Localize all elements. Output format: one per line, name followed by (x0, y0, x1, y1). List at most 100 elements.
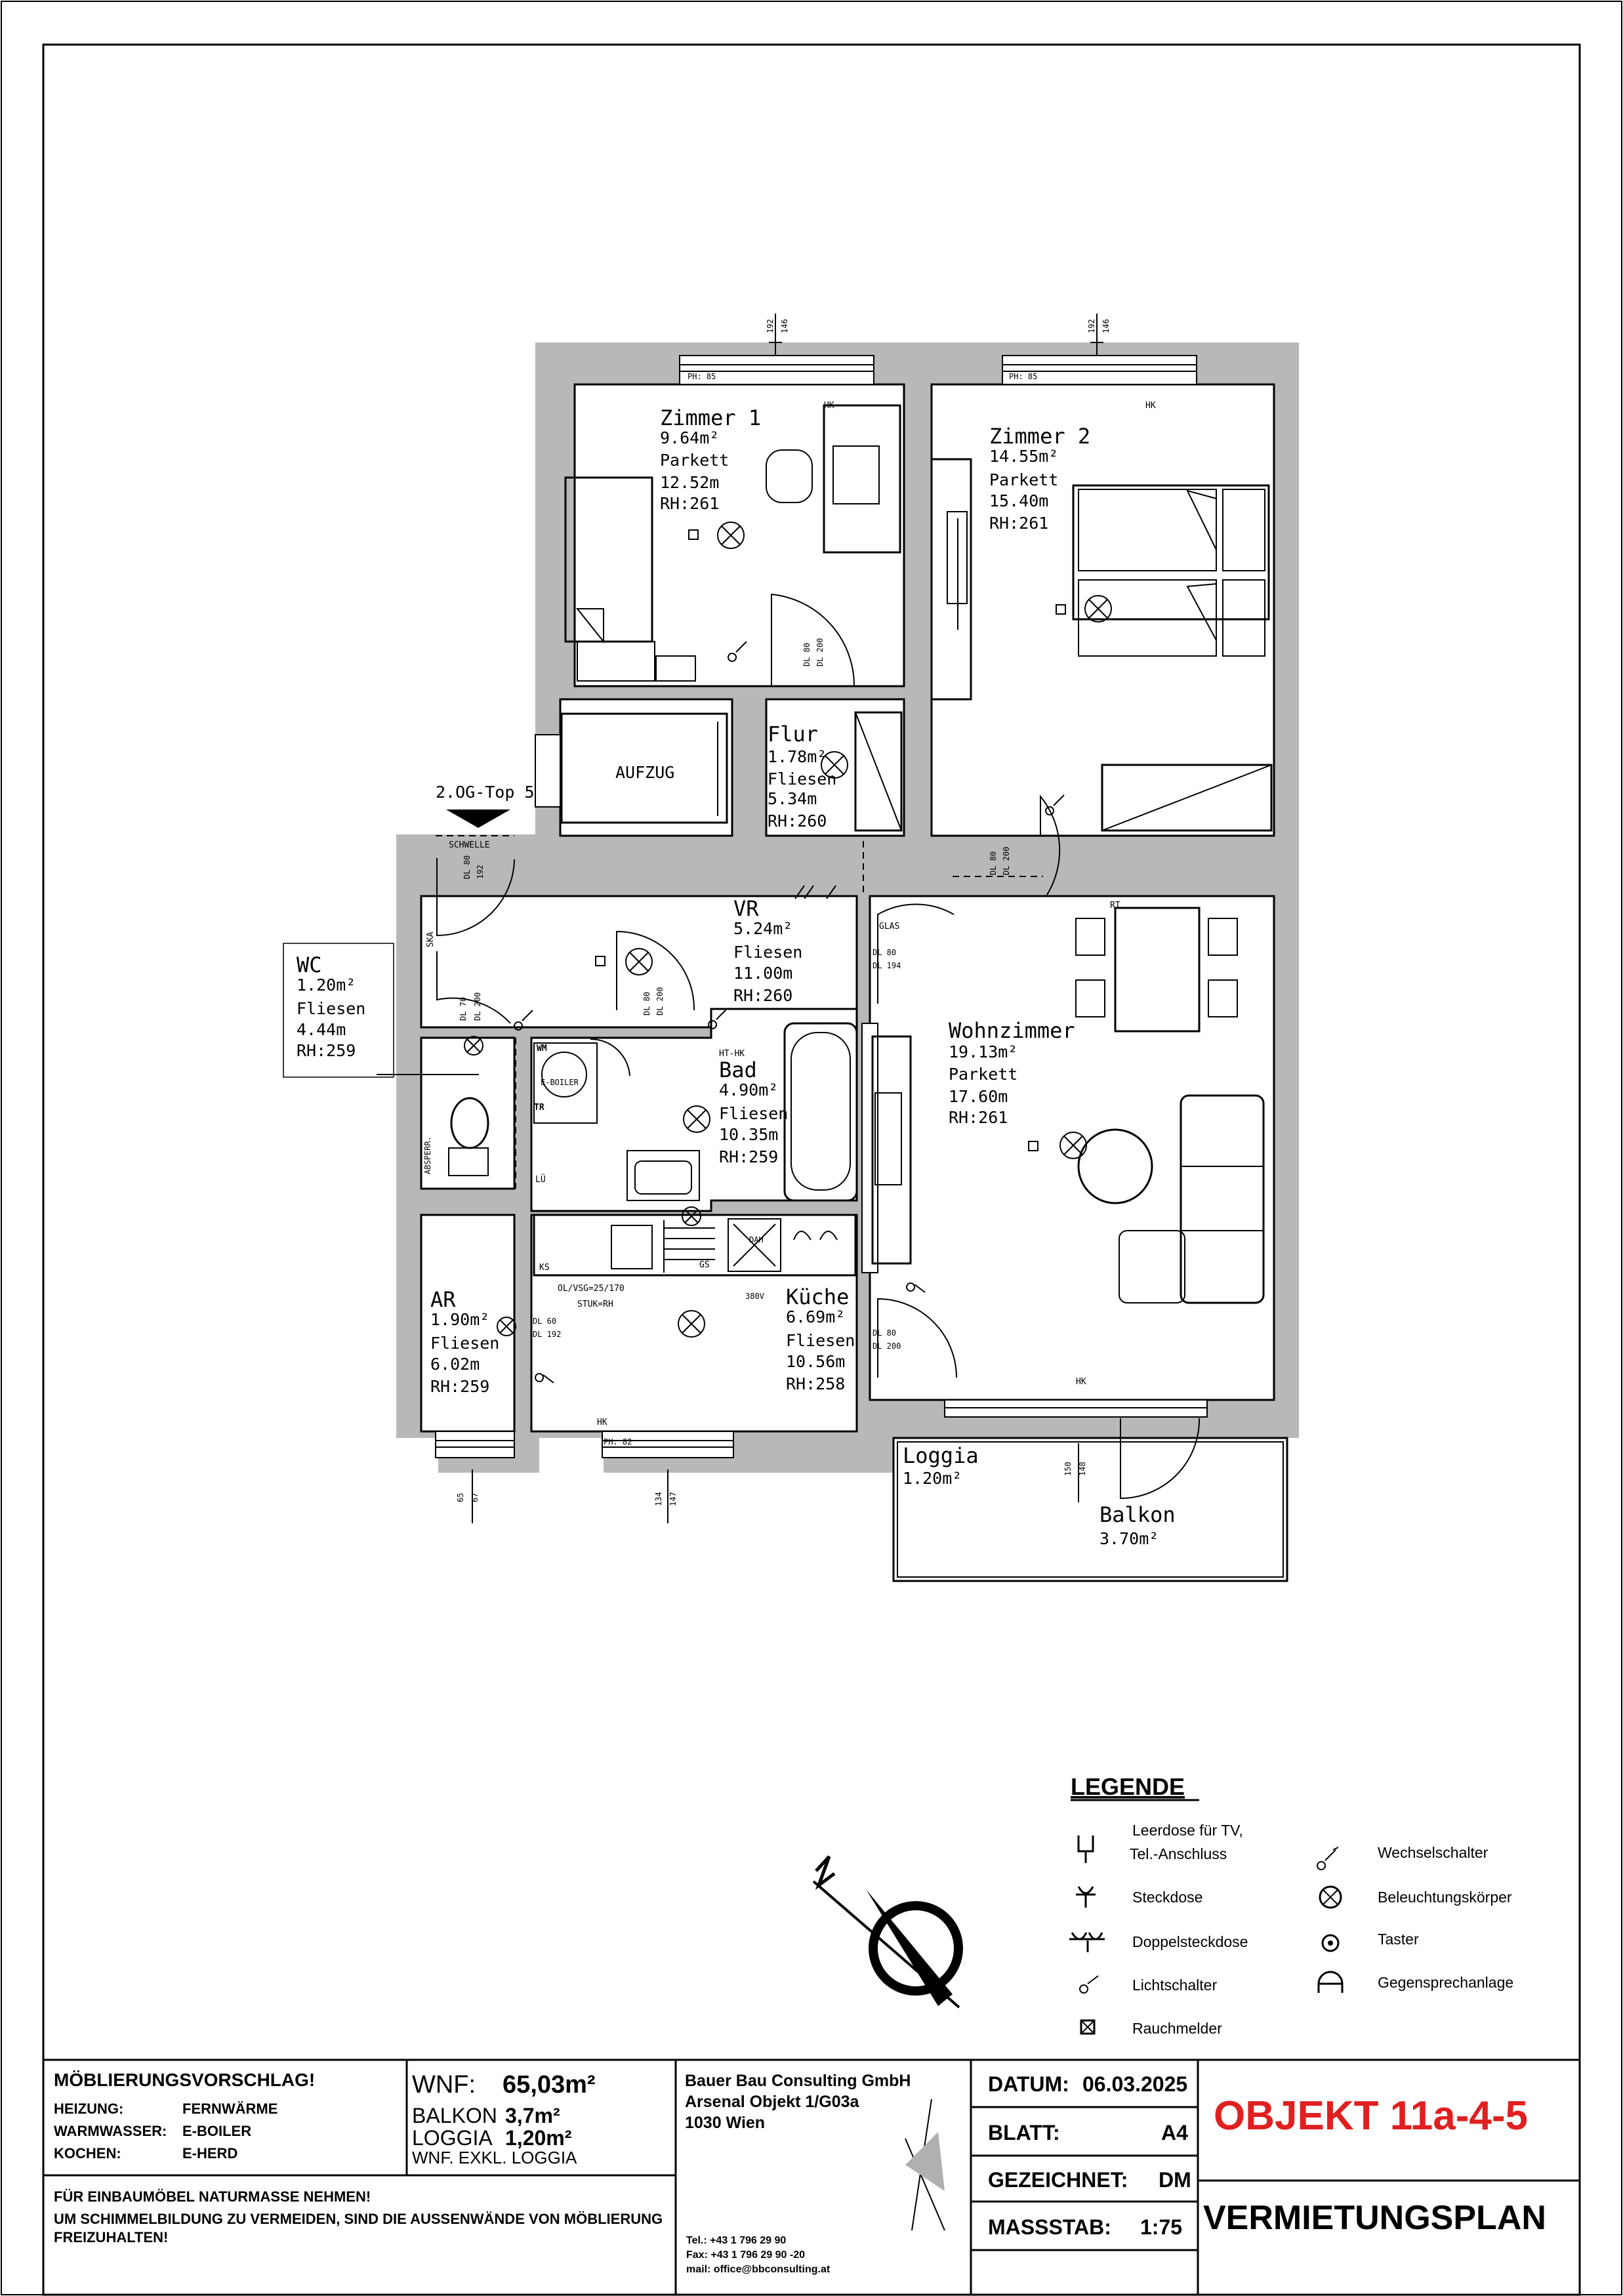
svg-text:Gegensprechanlage: Gegensprechanlage (1378, 1974, 1513, 1991)
svg-text:Steckdose: Steckdose (1132, 1889, 1202, 1906)
svg-text:Rauchmelder: Rauchmelder (1132, 2020, 1222, 2037)
svg-text:Loggia: Loggia (903, 1443, 979, 1468)
elevator-shaft (559, 698, 733, 837)
svg-text:Fliesen: Fliesen (297, 999, 365, 1018)
svg-text:Arsenal Objekt 1/G03a: Arsenal Objekt 1/G03a (685, 2093, 860, 2111)
svg-text:E-BOILER: E-BOILER (182, 2123, 251, 2139)
svg-text:GS: GS (699, 1260, 710, 1270)
svg-text:HK: HK (597, 1418, 607, 1427)
svg-text:4.44m: 4.44m (297, 1020, 346, 1039)
date-value: 06.03.2025 (1082, 2072, 1187, 2096)
svg-text:Taster: Taster (1378, 1931, 1419, 1948)
svg-text:FERNWÄRME: FERNWÄRME (182, 2101, 277, 2117)
svg-text:148: 148 (1078, 1462, 1087, 1476)
svg-text:BLATT:: BLATT: (988, 2121, 1060, 2144)
elevator (560, 712, 728, 824)
svg-text:10.35m: 10.35m (719, 1125, 778, 1144)
svg-text:LOGGIA: LOGGIA (412, 2126, 493, 2150)
lichtschalter-icon (1079, 1975, 1099, 1994)
svg-text:DL 80: DL 80 (989, 851, 998, 875)
doors (421, 593, 1201, 1500)
leerdose-icon (1077, 1835, 1094, 1863)
svg-text:Tel.: +43 1 796 29 90: Tel.: +43 1 796 29 90 (686, 2235, 786, 2246)
svg-text:1:75: 1:75 (1140, 2215, 1182, 2239)
room-label-flur: Flur 1.78m² Fliesen 5.34m RH:260 (768, 722, 836, 830)
svg-text:3.70m²: 3.70m² (1099, 1529, 1159, 1548)
svg-text:Bad: Bad (719, 1057, 757, 1082)
doppelsteckdose-icon (1069, 1932, 1105, 1952)
furniture (448, 404, 1273, 1304)
room-zimmer1 (573, 383, 905, 687)
room-label-ar: AR 1.90m² Fliesen 6.02m RH:259 (430, 1287, 499, 1396)
svg-text:mail: office@bbconsulting.at: mail: office@bbconsulting.at (686, 2264, 831, 2275)
svg-text:DL 80: DL 80 (462, 855, 472, 879)
svg-text:Fliesen: Fliesen (719, 1104, 788, 1123)
svg-text:Wohnzimmer: Wohnzimmer (949, 1018, 1075, 1043)
svg-text:DAH: DAH (749, 1235, 764, 1244)
svg-text:Flur: Flur (768, 722, 818, 747)
wc-callout-box (283, 943, 394, 1078)
moeblierung-note: MÖBLIERUNGSVORSCHLAG! (54, 2070, 315, 2090)
company-name: Bauer Bau Consulting GmbH (685, 2072, 911, 2090)
svg-text:2.OG-Top 5: 2.OG-Top 5 (436, 783, 535, 802)
svg-text:SCHWELLE: SCHWELLE (449, 840, 490, 850)
beleuchtung-icon (1319, 1885, 1342, 1909)
svg-text:192: 192 (766, 319, 775, 333)
svg-text:Parkett: Parkett (949, 1065, 1017, 1084)
svg-text:DL 70: DL 70 (459, 997, 468, 1021)
svg-text:HK: HK (1145, 401, 1156, 411)
svg-text:Zimmer 2: Zimmer 2 (989, 424, 1090, 449)
dimension-lines (472, 314, 1103, 1523)
svg-text:DL 80: DL 80 (873, 1328, 896, 1338)
svg-text:146: 146 (780, 319, 789, 333)
svg-text:DL 200: DL 200 (655, 987, 665, 1015)
svg-text:DL 80: DL 80 (802, 643, 812, 666)
room-flur (765, 698, 905, 837)
svg-text:GEZEICHNET:: GEZEICHNET: (988, 2168, 1128, 2192)
svg-text:RH:259: RH:259 (430, 1377, 489, 1396)
svg-text:A4: A4 (1161, 2121, 1188, 2144)
room-label-zimmer1: Zimmer 1 9.64m² Parkett 12.52m RH:261 (660, 405, 761, 513)
balcony-area (892, 1437, 1288, 1582)
svg-text:192: 192 (1087, 319, 1096, 333)
svg-text:1.20m²: 1.20m² (903, 1469, 962, 1488)
room-label-bad: Bad 4.90m² Fliesen 10.35m RH:259 (719, 1057, 788, 1166)
svg-text:146: 146 (1101, 319, 1111, 333)
room-label-wc: WC 1.20m² Fliesen 4.44m RH:259 (297, 953, 365, 1060)
svg-text:Leerdose für TV,: Leerdose für TV, (1132, 1822, 1243, 1839)
svg-text:1.78m²: 1.78m² (768, 747, 827, 766)
room-wc (420, 1036, 516, 1190)
svg-text:PH: 82: PH: 82 (604, 1437, 632, 1446)
svg-text:10.56m: 10.56m (786, 1352, 845, 1371)
svg-text:9.64m²: 9.64m² (660, 428, 719, 447)
svg-text:RT: RT (1110, 901, 1120, 911)
room-label-zimmer2: Zimmer 2 14.55m² Parkett 15.40m RH:261 (989, 424, 1090, 533)
room-label-loggia: Loggia 1.20m² (903, 1443, 979, 1488)
svg-text:STUK=RH: STUK=RH (577, 1300, 613, 1309)
svg-text:Wechselschalter: Wechselschalter (1378, 1844, 1489, 1861)
svg-text:FÜR EINBAUMÖBEL NATURMASSE NEH: FÜR EINBAUMÖBEL NATURMASSE NEHMEN! (54, 2188, 371, 2205)
svg-text:GLAS: GLAS (879, 922, 899, 932)
svg-text:AR: AR (430, 1287, 456, 1312)
svg-text:1.90m²: 1.90m² (430, 1310, 489, 1329)
svg-text:67: 67 (470, 1493, 480, 1502)
svg-text:DM: DM (1159, 2168, 1191, 2192)
plan-type-title: VERMIETUNGSPLAN (1203, 2199, 1546, 2237)
room-bad (530, 1008, 858, 1212)
svg-text:1030 Wien: 1030 Wien (685, 2114, 765, 2132)
svg-text:5.34m: 5.34m (768, 789, 817, 808)
svg-text:DL 200: DL 200 (873, 1342, 901, 1351)
svg-text:DL 80: DL 80 (642, 992, 651, 1015)
svg-text:FREIZUHALTEN!: FREIZUHALTEN! (54, 2229, 168, 2245)
svg-text:RH:260: RH:260 (768, 811, 827, 830)
svg-text:15.40m: 15.40m (989, 491, 1048, 510)
legend: LEGENDE Leerdose für TV, Tel.-Anschluss … (1071, 1773, 1513, 2037)
room-kueche (530, 1214, 858, 1433)
svg-text:RH:258: RH:258 (786, 1374, 845, 1393)
svg-text:4.90m²: 4.90m² (719, 1080, 778, 1099)
north-arrow-compass (812, 1855, 963, 2009)
svg-text:HK: HK (824, 401, 834, 411)
svg-text:Zimmer 1: Zimmer 1 (660, 405, 761, 430)
svg-text:14.55m²: 14.55m² (989, 447, 1058, 466)
